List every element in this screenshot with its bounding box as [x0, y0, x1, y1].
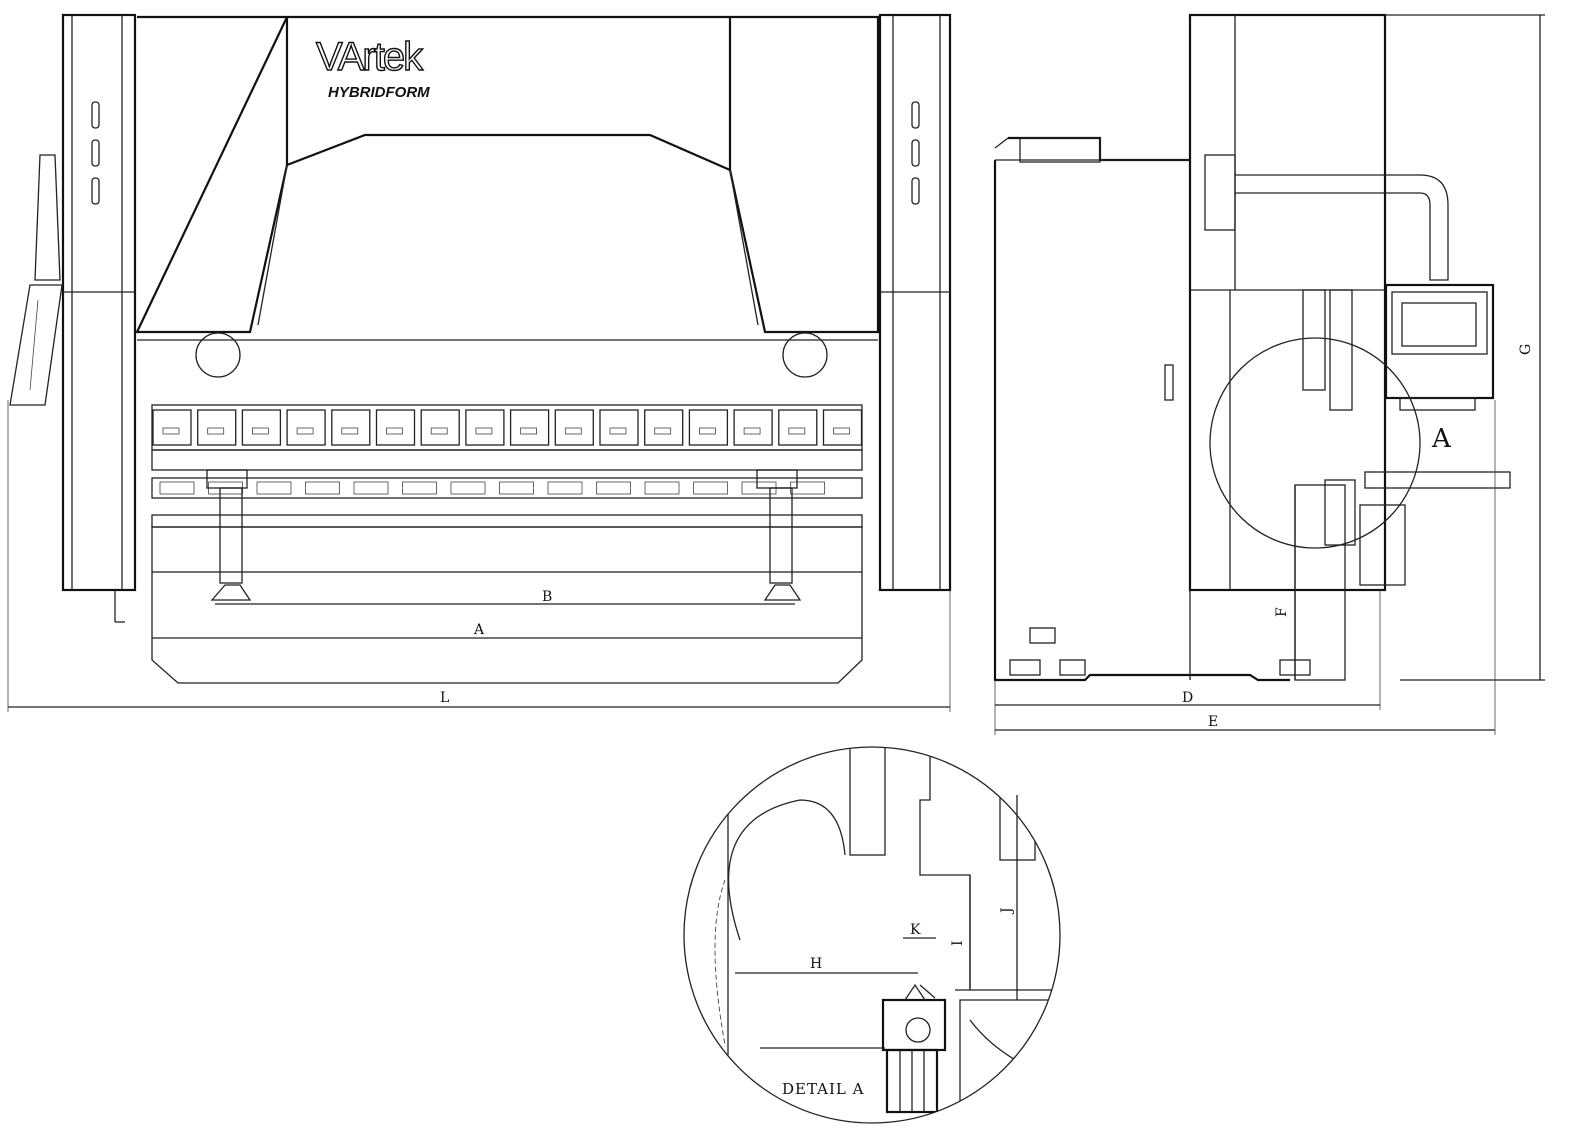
frame-slots [91, 101, 920, 205]
lower-die-segments [159, 481, 825, 495]
cnc-controller [1384, 283, 1495, 411]
side-dimensions: D E G F [994, 14, 1545, 735]
tool-clamp-slot [251, 427, 269, 435]
dimension-label-i: I [950, 940, 966, 946]
dimension-label-b: B [542, 589, 552, 605]
die-segment [450, 481, 486, 495]
controller-screen [1401, 302, 1477, 347]
tool-clamp [465, 409, 505, 446]
tool-clamp [375, 409, 416, 446]
tool-clamp-slot [386, 427, 403, 435]
tool-clamp [778, 409, 818, 446]
tool-clamp-slot [788, 427, 806, 435]
lower-bed [151, 572, 863, 684]
tool-clamp [331, 409, 371, 446]
upper-ram [135, 15, 880, 334]
side-view: A [993, 13, 1511, 682]
tool-clamp [241, 409, 282, 446]
front-view: VArtek HYBRIDFORM [9, 13, 952, 684]
side-frame [1188, 13, 1387, 592]
tool-clamp [286, 409, 326, 446]
left-side-frame [61, 13, 137, 592]
tool-clamp-slot [743, 427, 761, 435]
tool-clamp [688, 409, 729, 446]
right-side-frame [878, 13, 952, 592]
tool-clamp [152, 409, 192, 446]
upper-tool-clamps [152, 409, 863, 446]
tool-clamp-slot [699, 427, 716, 435]
tool-clamp-slot [520, 427, 537, 435]
tool-clamp-slot [430, 427, 448, 435]
tool-clamp [509, 409, 550, 446]
detail-a-view: H K I J DETAIL A [683, 746, 1061, 1124]
dimension-label-a: A [473, 622, 485, 638]
die-segment [353, 481, 389, 495]
tool-clamp [644, 409, 684, 446]
lower-die [151, 477, 863, 499]
tool-clamp-slot [162, 427, 180, 435]
dimension-label-d: D [1182, 690, 1193, 706]
dimension-label-k: K [910, 922, 921, 938]
die-segment [256, 481, 292, 495]
dimension-label-e: E [1208, 714, 1218, 730]
detail-a-callout-circle [1209, 337, 1421, 549]
front-support-arms [206, 469, 802, 601]
die-segment [159, 481, 195, 495]
tool-clamp [599, 409, 639, 446]
tool-clamp [554, 409, 594, 446]
model-logo: HYBRIDFORM [328, 84, 430, 101]
tool-clamp-slot [833, 427, 850, 435]
tool-clamp-slot [609, 427, 627, 435]
support-table [1364, 471, 1511, 489]
die-segment [402, 481, 437, 495]
die-segment [547, 481, 583, 495]
tool-clamp-slot [207, 427, 225, 435]
tool-clamp [733, 409, 773, 446]
brand-logo: VArtek [316, 35, 424, 79]
tool-clamp [197, 409, 237, 446]
die-segment [499, 481, 534, 495]
tool-clamp [420, 409, 460, 446]
tool-clamp-slot [341, 427, 359, 435]
tool-clamp-slot [296, 427, 314, 435]
dimension-label-h: H [810, 956, 822, 972]
die-segment [305, 481, 340, 495]
die-segment [644, 481, 680, 495]
tool-clamp-slot [564, 427, 582, 435]
front-dimensions: L A B [7, 400, 951, 712]
detail-title: DETAIL A [782, 1080, 864, 1098]
die-segment [596, 481, 631, 495]
electrical-cabinet [993, 136, 1290, 682]
detail-a-circle [683, 746, 1061, 1124]
dimension-label-f: F [1274, 607, 1290, 617]
foot-pedal-pendant [9, 154, 63, 406]
tool-clamp-slot [654, 427, 672, 435]
dimension-label-g: G [1518, 344, 1534, 355]
cabinet-handle [1164, 364, 1174, 401]
tool-clamp [822, 409, 863, 446]
dimension-label-l: L [440, 690, 449, 706]
lower-die-block [881, 998, 947, 1052]
die-segment [693, 481, 728, 495]
dimension-label-j: J [999, 907, 1015, 915]
tool-clamp-slot [475, 427, 493, 435]
detail-marker-label: A [1431, 424, 1452, 454]
